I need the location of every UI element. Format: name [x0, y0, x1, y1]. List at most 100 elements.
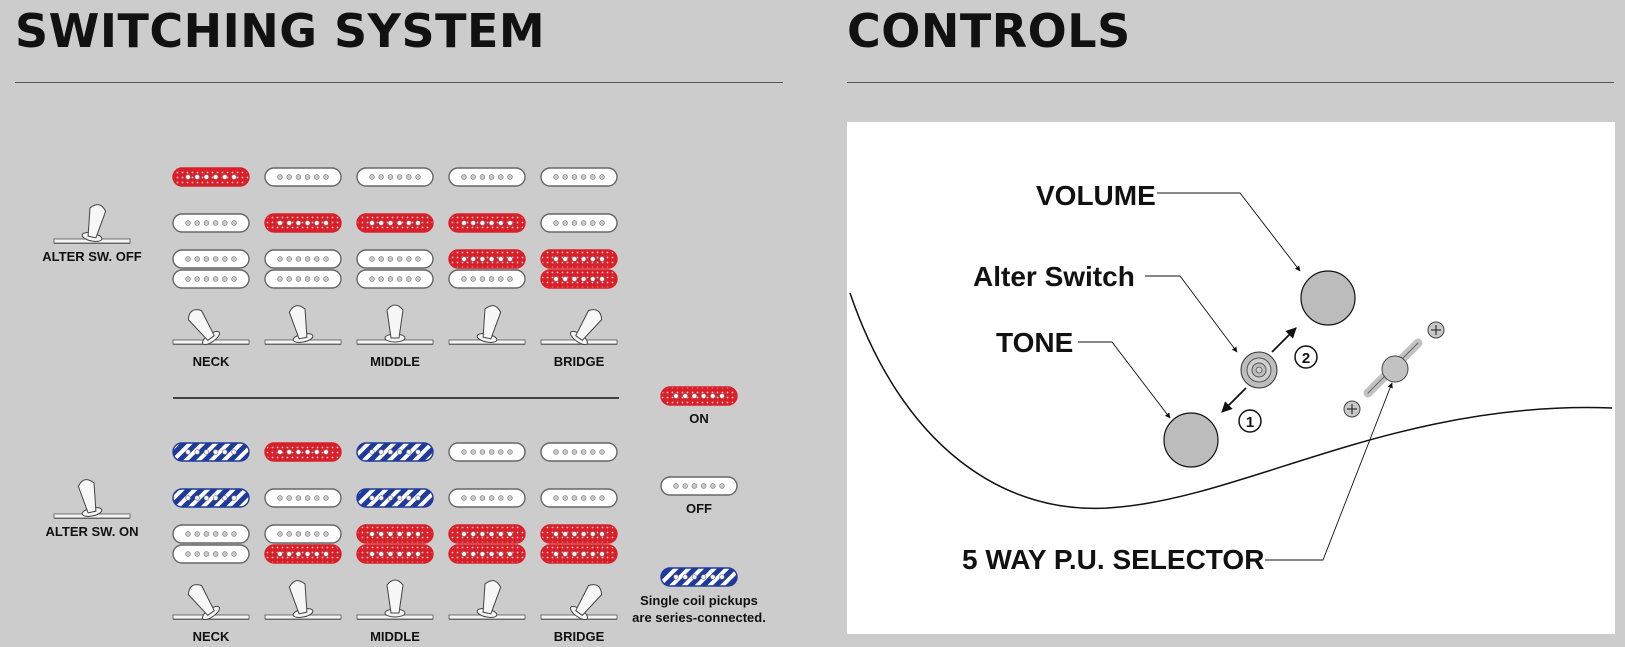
- position-label-5: BRIDGE: [554, 629, 605, 644]
- pickup-off-neck-5: [540, 167, 618, 187]
- legend: ON OFF Single coil pickups are series-co…: [632, 386, 766, 625]
- alter-switch-on-toggle-icon: [53, 479, 131, 519]
- selector-position-3-icon: [356, 304, 434, 345]
- legend-on-swatch: [660, 386, 738, 406]
- pickup-on-bridge_bottom-1: [172, 544, 250, 564]
- position-label-3: MIDDLE: [370, 629, 420, 644]
- position-label-3: MIDDLE: [370, 354, 420, 369]
- pickup-off-bridge_bottom-3: [356, 269, 434, 289]
- volume-leader: [1157, 192, 1301, 272]
- pickup-on-middle-3: [356, 488, 434, 508]
- pickup-off-neck-3: [356, 167, 434, 187]
- pickup-off-bridge_bottom-5: [540, 269, 618, 289]
- selector-position-1-icon: [172, 584, 250, 621]
- pickup-on-neck-1: [172, 442, 250, 462]
- tone-knob: [1163, 412, 1219, 468]
- volume-knob: [1300, 270, 1356, 326]
- selector-position-4-icon: [448, 305, 526, 345]
- pickup-off-neck-1: [172, 167, 250, 187]
- legend-on-label: ON: [689, 411, 709, 426]
- pickup-off-bridge_top-5: [540, 249, 618, 269]
- alter-switch-on-group: [53, 479, 131, 519]
- pickup-off-neck-4: [448, 167, 526, 187]
- pickup-grid-alter-on: [172, 442, 618, 564]
- selector-label: 5 WAY P.U. SELECTOR: [962, 544, 1264, 575]
- pickup-off-bridge_top-1: [172, 249, 250, 269]
- legend-series-swatch: [660, 567, 738, 587]
- legend-series-line1: Single coil pickups: [640, 593, 758, 608]
- legend-off-pickup: [660, 476, 738, 496]
- five-way-selector: [1343, 321, 1445, 418]
- pickup-off-bridge_bottom-4: [448, 269, 526, 289]
- selector-positions-alter-on: NECK MIDDLE BRIDGE: [172, 579, 618, 644]
- legend-off-swatch: [660, 476, 738, 496]
- step-1-circle: [1238, 409, 1262, 433]
- pickup-on-bridge_top-2: [264, 524, 342, 544]
- pickup-on-middle-4: [448, 488, 526, 508]
- controls-title: CONTROLS: [847, 4, 1131, 58]
- pickup-on-neck-5: [540, 442, 618, 462]
- screw-icon-bottom: [1343, 400, 1361, 418]
- arrow-step-2: [1271, 327, 1297, 353]
- legend-off-label: OFF: [686, 501, 712, 516]
- pickup-on-bridge_bottom-2: [264, 544, 342, 564]
- selector-position-2-icon: [264, 580, 342, 620]
- position-label-1: NECK: [193, 629, 230, 644]
- selector-position-5-icon: [540, 584, 618, 621]
- step-2-label: 2: [1302, 350, 1310, 367]
- pickup-on-bridge_bottom-3: [356, 544, 434, 564]
- guitar-body-outline: [849, 292, 1613, 509]
- switching-divider: [15, 82, 783, 83]
- alter-switch-off-toggle-icon: [53, 204, 131, 244]
- pickup-off-bridge_bottom-2: [264, 269, 342, 289]
- pickup-off-bridge_top-3: [356, 249, 434, 269]
- pickup-off-neck-2: [264, 167, 342, 187]
- selector-position-5-icon: [540, 309, 618, 346]
- pickup-on-bridge_top-4: [448, 524, 526, 544]
- volume-label: VOLUME: [1036, 180, 1156, 211]
- position-label-5: BRIDGE: [554, 354, 605, 369]
- tone-leader: [1078, 341, 1171, 419]
- pickup-off-middle-1: [172, 213, 250, 233]
- pickup-off-middle-5: [540, 213, 618, 233]
- pickup-on-bridge_bottom-5: [540, 544, 618, 564]
- screw-icon-top: [1427, 321, 1445, 339]
- alter-switch-leader: [1145, 275, 1238, 353]
- controls-divider: [847, 82, 1614, 83]
- alter-switch-button: [1240, 351, 1278, 389]
- selector-position-3-icon: [356, 579, 434, 620]
- pickup-on-middle-2: [264, 488, 342, 508]
- pickup-off-middle-4: [448, 213, 526, 233]
- alter-switch-off-group: [53, 204, 131, 244]
- pickup-on-middle-1: [172, 488, 250, 508]
- pickup-grid-alter-off: [172, 167, 618, 289]
- pickup-off-bridge_bottom-1: [172, 269, 250, 289]
- pickup-on-middle-5: [540, 488, 618, 508]
- alter-sw-on-label: ALTER SW. ON: [46, 524, 139, 539]
- selector-position-1-icon: [172, 309, 250, 346]
- arrow-step-1: [1221, 387, 1247, 413]
- pickup-off-bridge_top-2: [264, 249, 342, 269]
- controls-panel: [847, 122, 1615, 634]
- legend-series-pickup: [660, 567, 738, 587]
- selector-leader: [1265, 382, 1393, 561]
- switching-system-title: SWITCHING SYSTEM: [15, 4, 546, 58]
- pickup-on-bridge_top-1: [172, 524, 250, 544]
- step-2-circle: [1294, 345, 1318, 369]
- pickup-on-neck-4: [448, 442, 526, 462]
- pickup-off-bridge_top-4: [448, 249, 526, 269]
- legend-series-line2: are series-connected.: [632, 610, 766, 625]
- controls-diagram: 2 1 VOLUME Alter Switch TONE 5 WAY: [847, 122, 1615, 634]
- legend-on-pickup: [660, 386, 738, 406]
- pickup-on-bridge_top-3: [356, 524, 434, 544]
- selector-position-4-icon: [448, 580, 526, 620]
- pickup-on-neck-2: [264, 442, 342, 462]
- tone-label: TONE: [996, 327, 1073, 358]
- alter-sw-off-label: ALTER SW. OFF: [42, 249, 141, 264]
- pickup-on-bridge_bottom-4: [448, 544, 526, 564]
- alter-switch-label: Alter Switch: [973, 261, 1135, 292]
- step-1-label: 1: [1246, 414, 1254, 431]
- pickup-off-middle-3: [356, 213, 434, 233]
